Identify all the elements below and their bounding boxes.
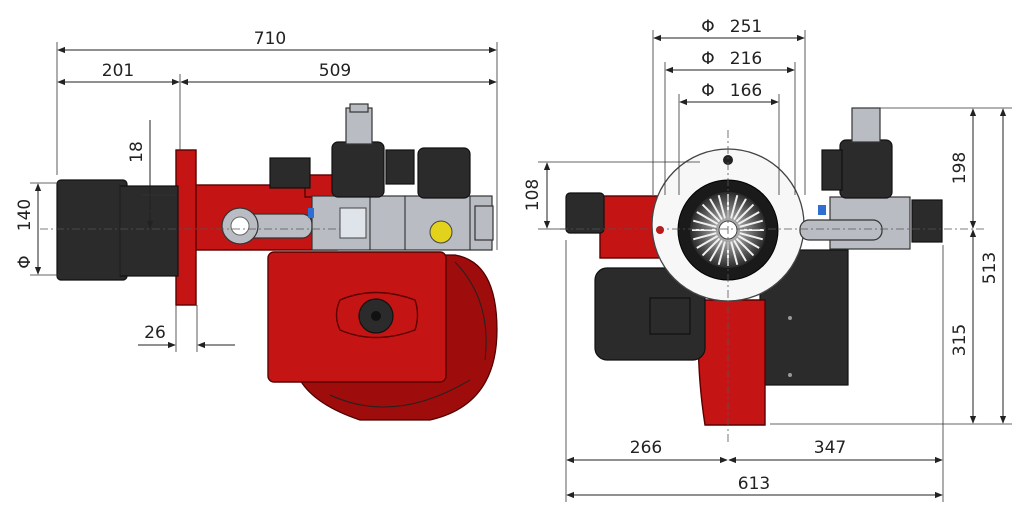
diffuser-spoke <box>709 198 723 221</box>
diffuser-spoke <box>737 211 760 225</box>
side-blower-rib <box>329 379 471 408</box>
side-solenoid-coil-2 <box>417 147 471 199</box>
front-solenoid-top <box>851 107 881 143</box>
side-pipe-elbow-inner <box>230 216 250 236</box>
diffuser-spoke <box>733 239 747 262</box>
side-valve-nameplate <box>339 207 367 239</box>
side-connector <box>385 149 415 185</box>
diffuser-spoke <box>733 198 747 221</box>
side-solenoid-cap-1 <box>349 103 369 113</box>
side-tube-collar <box>119 185 179 277</box>
side-blue-fitting <box>308 208 314 218</box>
side-combustion-tube <box>56 179 128 281</box>
dim-tube-length: 201 <box>102 61 134 81</box>
front-connector <box>821 149 843 191</box>
diffuser-spoke <box>701 203 721 223</box>
side-flange <box>175 149 197 306</box>
front-blower-scroll <box>697 299 766 426</box>
dim-tube-diameter: 140 <box>15 199 35 231</box>
dim-mid-diameter: 216 <box>730 49 762 69</box>
dim-total-width: 613 <box>738 474 770 494</box>
front-view-dimensions: Φ 251 Φ 216 Φ 166 108 198 315 513 266 34… <box>523 17 1012 502</box>
diffuser-spoke <box>692 232 717 241</box>
diffuser-spoke <box>717 194 726 219</box>
dim-bottom-height: 315 <box>950 324 970 356</box>
front-blue-fitting <box>818 205 826 215</box>
side-servo-box <box>269 157 311 189</box>
side-view-dimensions: 710 201 509 Φ 140 18 26 <box>15 29 498 352</box>
diffuser-spoke <box>692 219 717 228</box>
front-gas-pipe <box>799 219 883 241</box>
front-valve-right <box>911 199 943 243</box>
diffuser-spoke <box>701 237 721 257</box>
diffuser-spoke <box>735 237 755 257</box>
diffuser-spoke <box>730 241 739 266</box>
front-left-box-red <box>599 195 661 259</box>
side-valve-right-cap <box>474 205 494 241</box>
diffuser-spoke <box>739 219 764 228</box>
dim-outer-diameter-symbol: Φ <box>701 17 714 37</box>
dim-flange-thickness: 26 <box>144 323 166 343</box>
side-valve-block <box>311 195 493 251</box>
side-solenoid-coil-1 <box>331 141 385 198</box>
diffuser-spoke <box>696 211 719 225</box>
dim-flange-offset: 18 <box>127 141 147 163</box>
front-view <box>560 107 985 445</box>
diffuser-spoke <box>730 194 739 219</box>
dim-total-height: 513 <box>980 252 1000 284</box>
diffuser-spoke <box>735 203 755 223</box>
front-motor-box <box>649 297 691 335</box>
dim-inner-diameter-symbol: Φ <box>701 81 714 101</box>
diffuser-spoke <box>737 235 760 249</box>
dim-body-length: 509 <box>319 61 351 81</box>
dim-left-offset: 108 <box>523 179 543 211</box>
front-solenoid-coil <box>839 139 893 199</box>
dim-left-width: 266 <box>630 438 662 458</box>
diffuser-spoke <box>717 241 726 266</box>
dim-inner-diameter: 166 <box>730 81 762 101</box>
front-diffuser-spokes <box>692 194 764 266</box>
side-solenoid-top-1 <box>345 107 373 145</box>
dim-right-width: 347 <box>814 438 846 458</box>
dim-outer-diameter: 251 <box>730 17 762 37</box>
diffuser-spoke <box>696 235 719 249</box>
front-top-sight <box>723 155 733 165</box>
front-left-box-grey <box>565 192 605 234</box>
dim-overall-length: 710 <box>254 29 286 49</box>
side-pressure-gauge-yellow <box>429 220 453 244</box>
dim-tube-diameter-symbol: Φ <box>15 255 35 268</box>
side-blower-rib-2 <box>454 261 487 361</box>
side-view <box>40 103 498 421</box>
dim-top-height: 198 <box>950 152 970 184</box>
dim-mid-diameter-symbol: Φ <box>701 49 714 69</box>
side-inspection-port-center <box>371 311 381 321</box>
front-red-marker <box>656 226 664 234</box>
diffuser-spoke <box>709 239 723 262</box>
diffuser-spoke <box>739 232 764 241</box>
